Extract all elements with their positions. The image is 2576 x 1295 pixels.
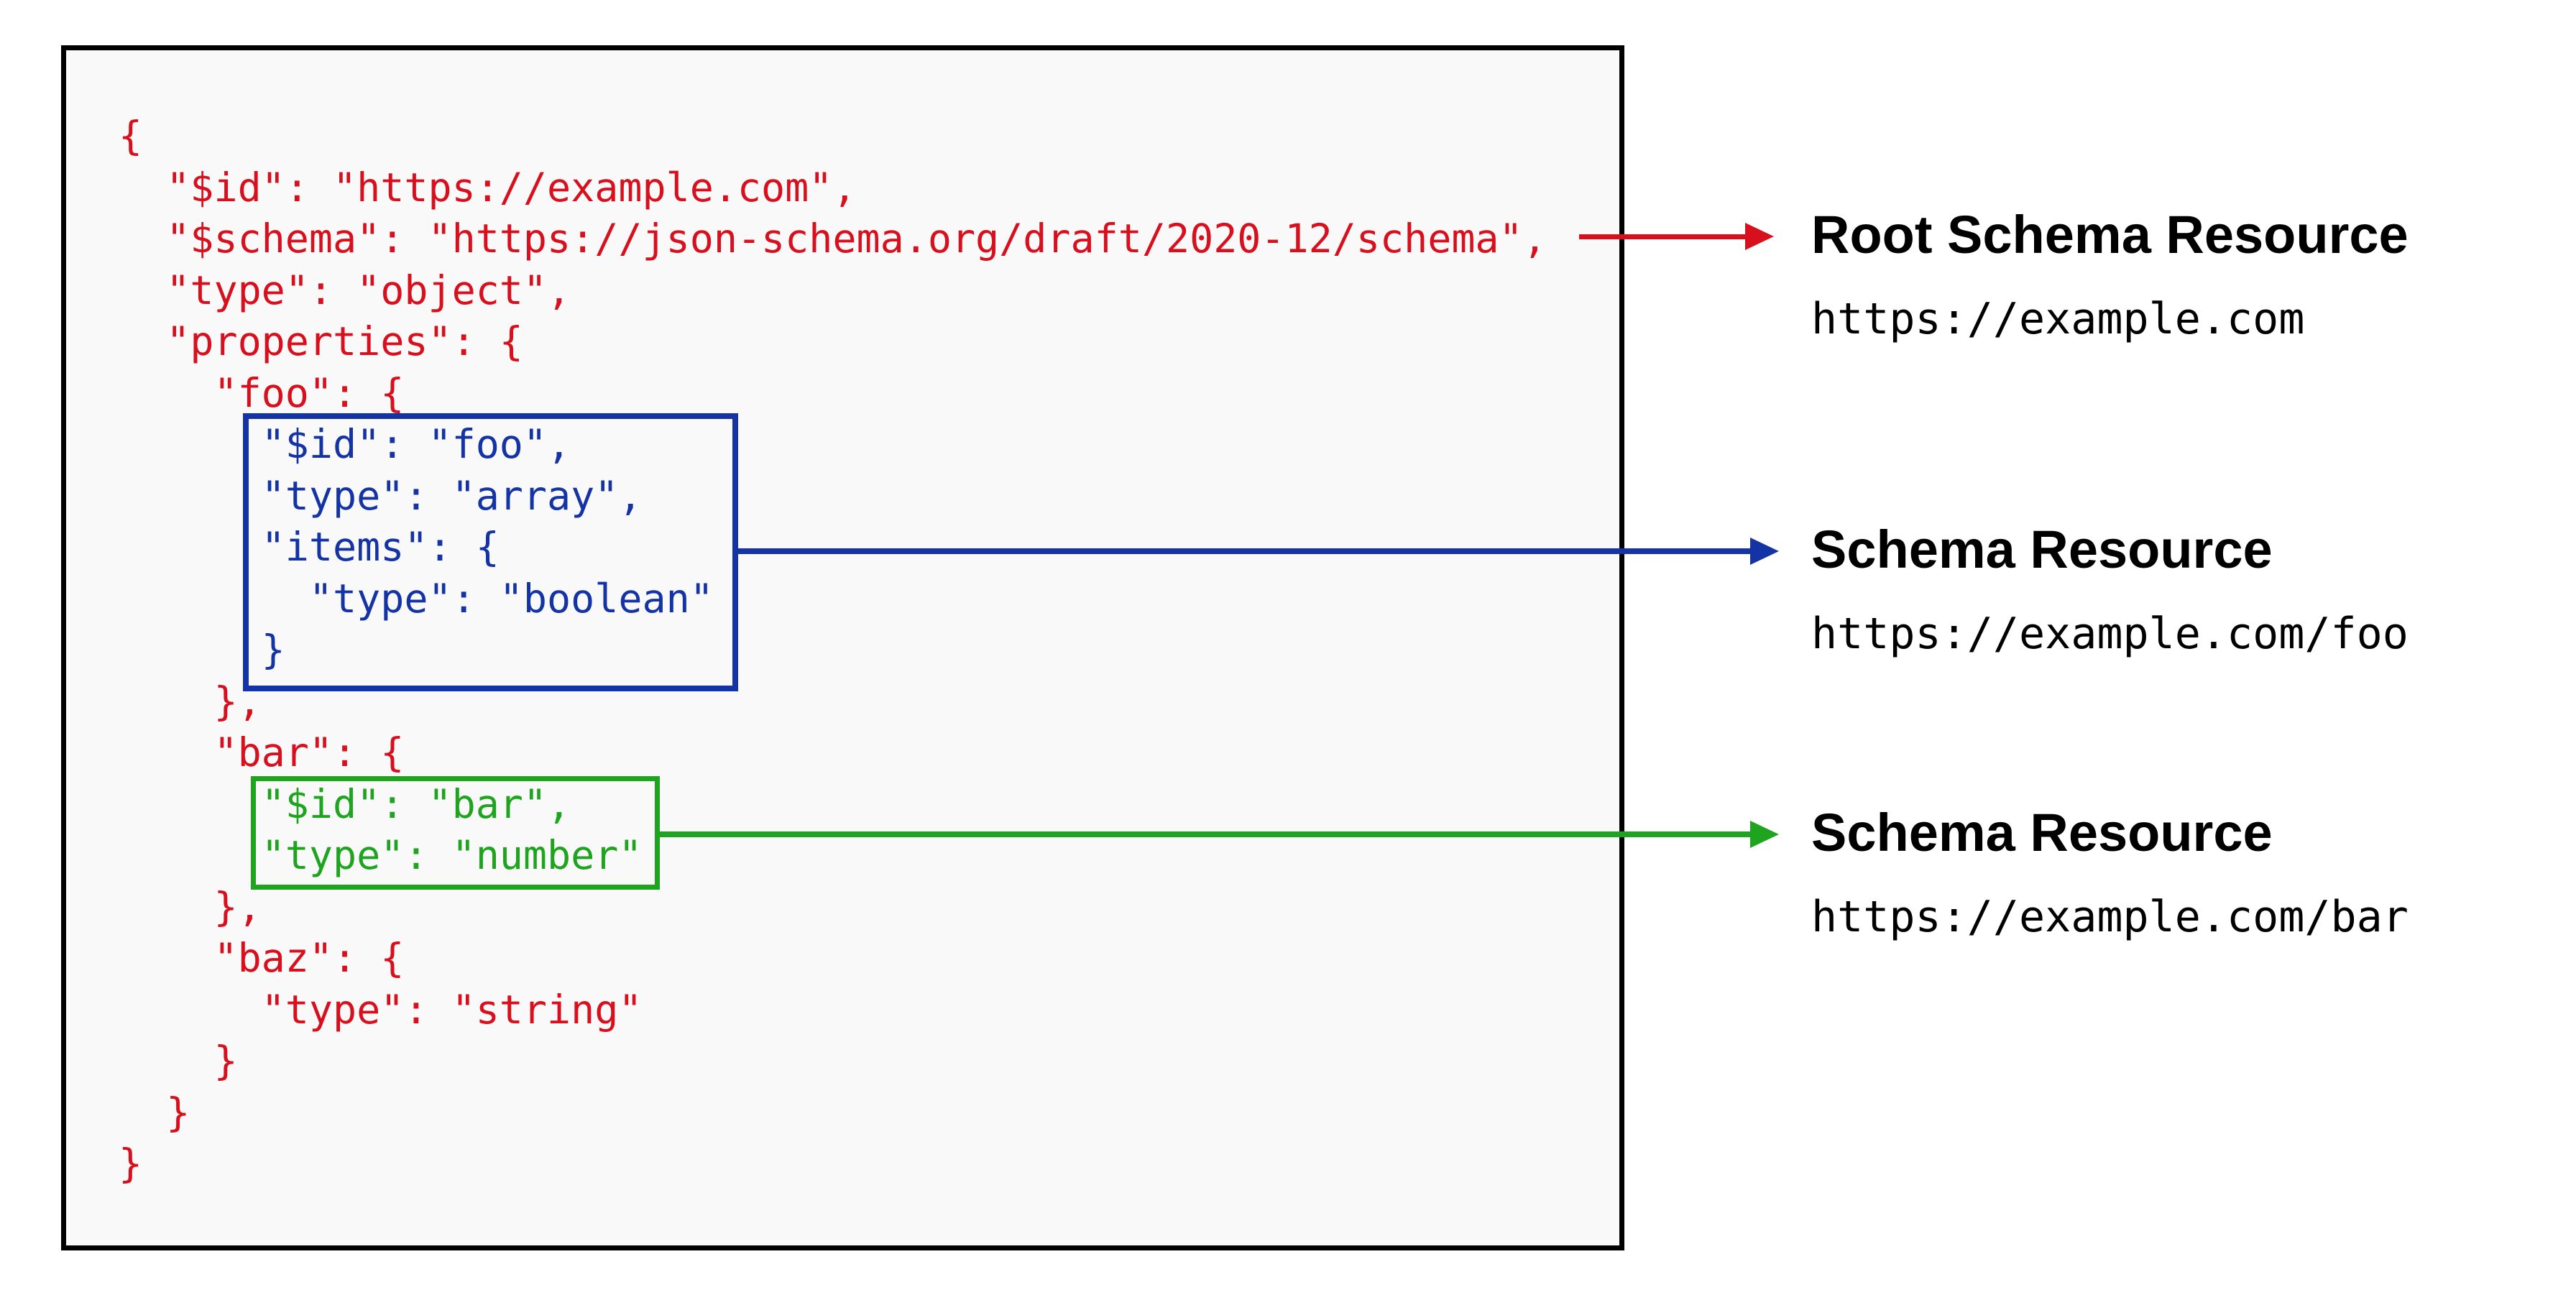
annotation-title: Root Schema Resource — [1811, 205, 2409, 264]
bar-schema-arrow-line — [660, 831, 1750, 837]
annotation-title: Schema Resource — [1811, 520, 2273, 579]
code-line-schema-declaration: "$schema": "https://json-schema.org/draf… — [119, 216, 1547, 262]
code-line: "properties": { — [119, 318, 523, 364]
schema-code-block: { "$id": "https://example.com", "$schema… — [119, 111, 1547, 1190]
code-line: "baz": { — [119, 935, 405, 981]
annotation-url: https://example.com/bar — [1811, 892, 2409, 942]
foo-schema-arrow-line — [738, 548, 1750, 554]
code-line-foo-resource: } — [119, 627, 285, 673]
code-line-foo-resource: "items": { — [119, 524, 500, 570]
code-line: } — [119, 1140, 143, 1186]
bar-schema-arrowhead-icon — [1750, 821, 1779, 848]
code-line: } — [119, 1038, 238, 1084]
code-line-bar-resource: "$id": "bar", — [119, 780, 571, 827]
code-line: } — [119, 1089, 190, 1135]
code-line: "type": "string" — [119, 986, 643, 1033]
foo-schema-arrowhead-icon — [1750, 538, 1779, 565]
root-schema-annotation: Root Schema Resource https://example.com — [1811, 208, 2409, 341]
code-line-bar-resource: "type": "number" — [119, 832, 643, 878]
code-line: "foo": { — [119, 369, 405, 416]
code-line-foo-resource: "type": "boolean" — [119, 575, 714, 622]
schema-code-panel — [61, 45, 1624, 1250]
root-schema-arrowhead-icon — [1745, 223, 1774, 250]
code-line: "$id": "https://example.com", — [119, 164, 857, 211]
code-line: "bar": { — [119, 729, 405, 775]
foo-schema-annotation: Schema Resource https://example.com/foo — [1811, 520, 2409, 659]
bar-schema-resource-highlight-box — [251, 776, 660, 890]
root-schema-arrow-line — [1579, 234, 1745, 239]
code-line-foo-resource: "$id": "foo", — [119, 421, 571, 467]
code-line: "type": "object", — [119, 267, 571, 313]
annotation-url: https://example.com/foo — [1811, 609, 2409, 659]
bar-schema-annotation: Schema Resource https://example.com/bar — [1811, 806, 2409, 939]
annotation-title: Schema Resource — [1811, 803, 2273, 862]
foo-schema-resource-highlight-box — [243, 413, 738, 691]
code-line: { — [119, 113, 143, 159]
code-line: }, — [119, 883, 262, 930]
code-line-foo-resource: "type": "array", — [119, 472, 643, 519]
annotation-url: https://example.com — [1811, 294, 2305, 344]
